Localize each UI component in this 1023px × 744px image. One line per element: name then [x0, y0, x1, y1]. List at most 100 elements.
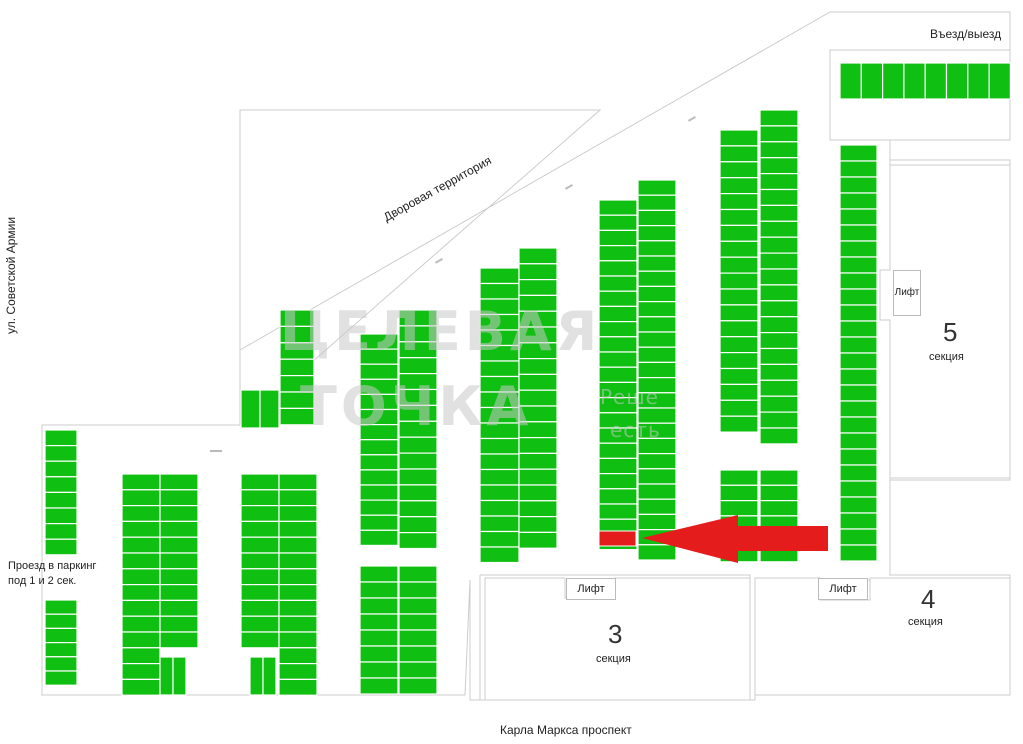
parking-space[interactable]	[479, 267, 520, 285]
parking-space[interactable]	[759, 484, 799, 502]
parking-space[interactable]	[44, 538, 78, 556]
parking-space[interactable]	[719, 399, 759, 417]
parking-space[interactable]	[240, 489, 280, 507]
parking-space[interactable]	[44, 445, 78, 462]
parking-space[interactable]	[44, 670, 78, 686]
parking-space[interactable]	[637, 468, 677, 485]
parking-space[interactable]	[159, 505, 199, 523]
parking-space[interactable]	[759, 204, 799, 222]
parking-space[interactable]	[121, 536, 161, 554]
parking-space[interactable]	[598, 503, 638, 520]
parking-space[interactable]	[359, 565, 399, 583]
parking-space[interactable]	[518, 279, 558, 297]
parking-space[interactable]	[839, 160, 878, 178]
parking-space[interactable]	[518, 500, 558, 518]
parking-space[interactable]	[839, 208, 878, 226]
parking-space[interactable]	[719, 256, 759, 274]
parking-space[interactable]	[637, 361, 677, 379]
parking-space[interactable]	[398, 436, 438, 454]
parking-space[interactable]	[44, 613, 78, 630]
parking-space[interactable]	[839, 448, 878, 466]
parking-space[interactable]	[240, 536, 280, 554]
parking-space[interactable]	[839, 512, 878, 530]
parking-space[interactable]	[479, 530, 520, 548]
parking-space[interactable]	[359, 454, 399, 471]
parking-space[interactable]	[44, 522, 78, 540]
parking-space[interactable]	[719, 240, 759, 258]
parking-space[interactable]	[479, 437, 520, 455]
parking-space[interactable]	[598, 199, 638, 216]
parking-space[interactable]	[359, 469, 399, 486]
parking-space[interactable]	[479, 515, 520, 533]
parking-space[interactable]	[359, 581, 399, 599]
parking-space[interactable]	[903, 62, 926, 100]
parking-space[interactable]	[278, 662, 318, 680]
parking-space[interactable]	[839, 480, 878, 498]
parking-space[interactable]	[278, 568, 318, 586]
parking-space[interactable]	[759, 469, 799, 486]
parking-space[interactable]	[637, 331, 677, 348]
parking-space[interactable]	[719, 469, 759, 486]
parking-space[interactable]	[259, 389, 280, 429]
parking-space[interactable]	[278, 615, 318, 633]
parking-space[interactable]	[637, 453, 677, 470]
parking-space[interactable]	[719, 161, 759, 179]
parking-space[interactable]	[44, 491, 78, 509]
parking-space[interactable]	[159, 615, 199, 633]
parking-space[interactable]	[278, 647, 318, 665]
parking-space[interactable]	[159, 599, 199, 617]
parking-space[interactable]	[719, 145, 759, 163]
parking-space[interactable]	[518, 437, 558, 455]
parking-space[interactable]	[240, 505, 280, 523]
parking-space[interactable]	[598, 260, 638, 277]
parking-space[interactable]	[518, 531, 558, 549]
parking-space[interactable]	[398, 581, 438, 599]
parking-space[interactable]	[159, 473, 199, 491]
parking-space[interactable]	[839, 336, 878, 354]
parking-space[interactable]	[159, 552, 199, 570]
parking-space[interactable]	[839, 416, 878, 434]
parking-space[interactable]	[839, 192, 878, 210]
parking-space[interactable]	[172, 656, 187, 696]
parking-space[interactable]	[359, 597, 399, 615]
parking-space[interactable]	[637, 301, 677, 318]
parking-space[interactable]	[759, 284, 799, 302]
parking-space[interactable]	[159, 631, 199, 649]
parking-space[interactable]	[839, 528, 878, 546]
parking-space[interactable]	[159, 536, 199, 554]
parking-space[interactable]	[637, 316, 677, 333]
parking-space[interactable]	[159, 656, 174, 696]
parking-space[interactable]	[719, 484, 759, 502]
parking-space[interactable]	[518, 484, 558, 502]
parking-space[interactable]	[121, 678, 161, 696]
parking-space[interactable]	[719, 177, 759, 195]
parking-space[interactable]	[598, 457, 638, 475]
parking-space[interactable]	[278, 489, 318, 507]
parking-space[interactable]	[839, 368, 878, 386]
parking-space[interactable]	[598, 442, 638, 460]
parking-space[interactable]	[759, 363, 799, 381]
parking-space[interactable]	[44, 507, 78, 525]
parking-space[interactable]	[240, 389, 261, 429]
parking-space[interactable]	[121, 473, 161, 491]
parking-space[interactable]	[240, 599, 280, 617]
parking-space[interactable]	[759, 395, 799, 413]
parking-space[interactable]	[839, 320, 878, 338]
parking-space[interactable]	[518, 263, 558, 281]
parking-space[interactable]	[759, 347, 799, 365]
parking-space[interactable]	[240, 615, 280, 633]
parking-space[interactable]	[860, 62, 884, 100]
parking-space[interactable]	[359, 645, 399, 663]
parking-space[interactable]	[121, 583, 161, 601]
parking-space[interactable]	[359, 484, 399, 501]
parking-space[interactable]	[637, 483, 677, 500]
parking-space[interactable]	[278, 552, 318, 570]
parking-space[interactable]	[719, 415, 759, 433]
parking-space[interactable]	[719, 383, 759, 401]
parking-space[interactable]	[278, 536, 318, 554]
parking-space[interactable]	[598, 473, 638, 490]
parking-space[interactable]	[598, 214, 638, 231]
parking-space[interactable]	[398, 661, 438, 679]
parking-space[interactable]	[719, 272, 759, 290]
parking-space[interactable]	[398, 613, 438, 631]
